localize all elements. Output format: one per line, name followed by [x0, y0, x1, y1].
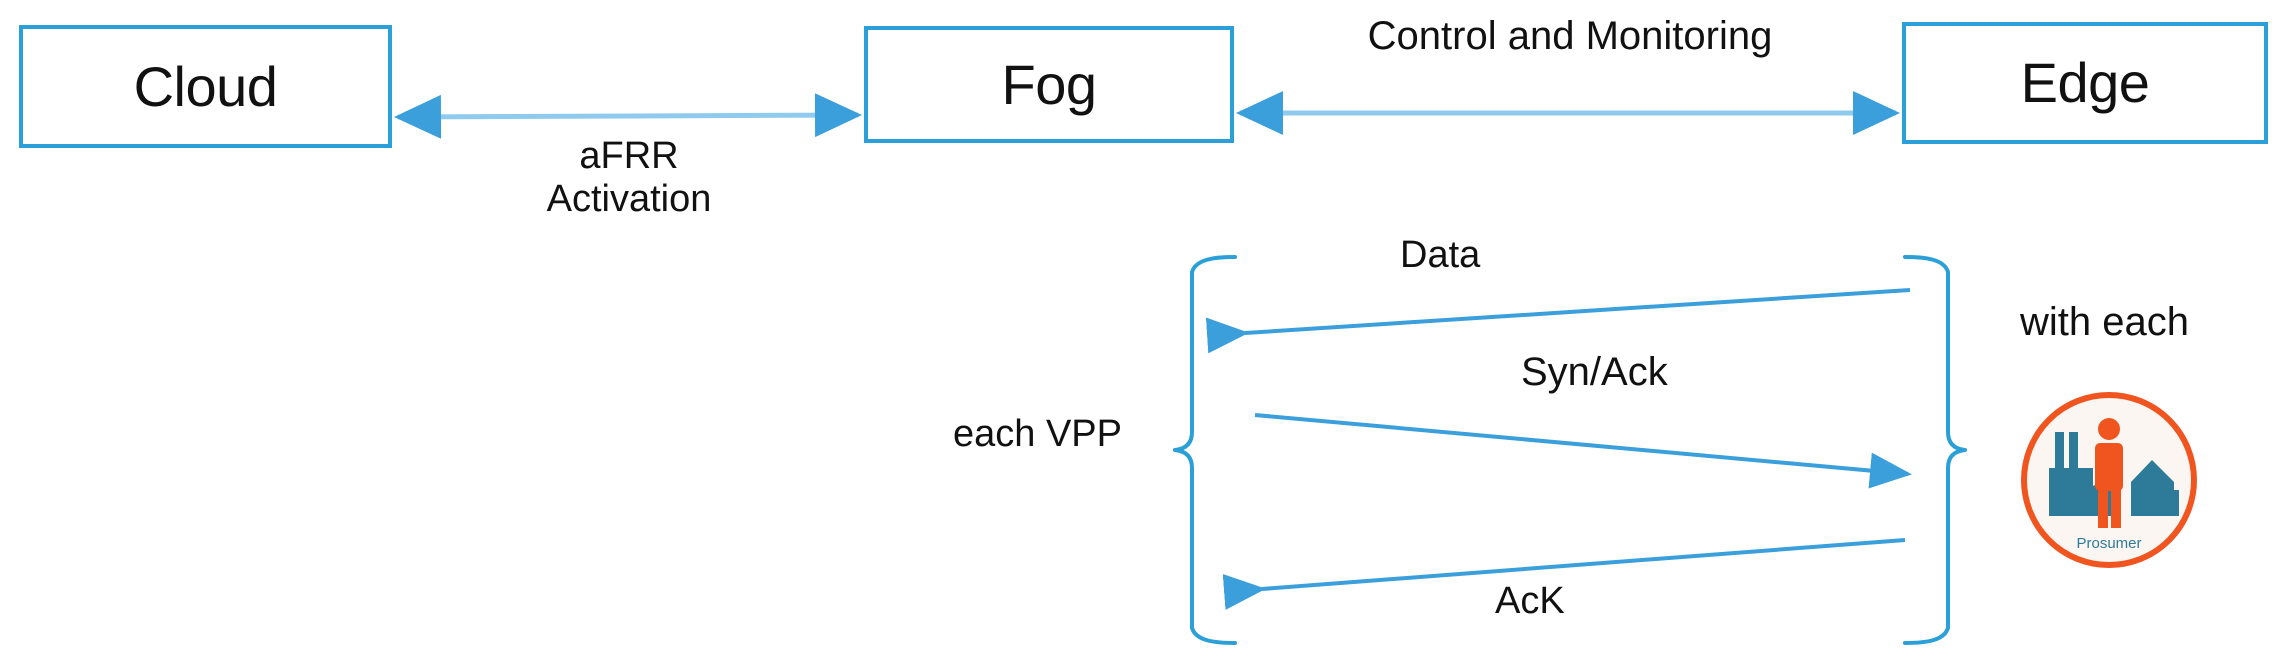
arrow-cloud-fog: [394, 93, 862, 139]
node-fog[interactable]: Fog: [864, 26, 1234, 143]
bracket-with-each: [1903, 255, 1967, 645]
node-edge-label: Edge: [2020, 51, 2150, 114]
message-label-data: Data: [1400, 234, 1481, 276]
node-fog-label: Fog: [1001, 52, 1098, 116]
bracket-label-each-vpp: each VPP: [953, 413, 1122, 455]
node-cloud[interactable]: Cloud: [19, 25, 392, 148]
bracket-each-vpp: [1173, 255, 1237, 645]
message-label-synack: Syn/Ack: [1521, 350, 1668, 394]
link-label-afrr-activation: aFRR Activation: [396, 135, 862, 220]
message-label-ack: AcK: [1495, 580, 1565, 622]
link-label-control-and-monitoring: Control and Monitoring: [1367, 14, 1773, 58]
arrow-message-ack: [1222, 538, 1906, 610]
arrow-message-data: [1205, 288, 1911, 354]
bracket-label-with-each: with each: [2020, 300, 2189, 344]
node-cloud-label: Cloud: [133, 54, 278, 118]
arrow-message-synack: [1254, 413, 1912, 489]
prosumer-caption: Prosumer: [2076, 535, 2141, 552]
prosumer-icon: Prosumer: [2021, 392, 2197, 568]
link-label-afrr-line2: Activation: [546, 177, 712, 220]
node-edge[interactable]: Edge: [1902, 22, 2268, 144]
link-label-afrr-line1: aFRR: [579, 135, 679, 177]
